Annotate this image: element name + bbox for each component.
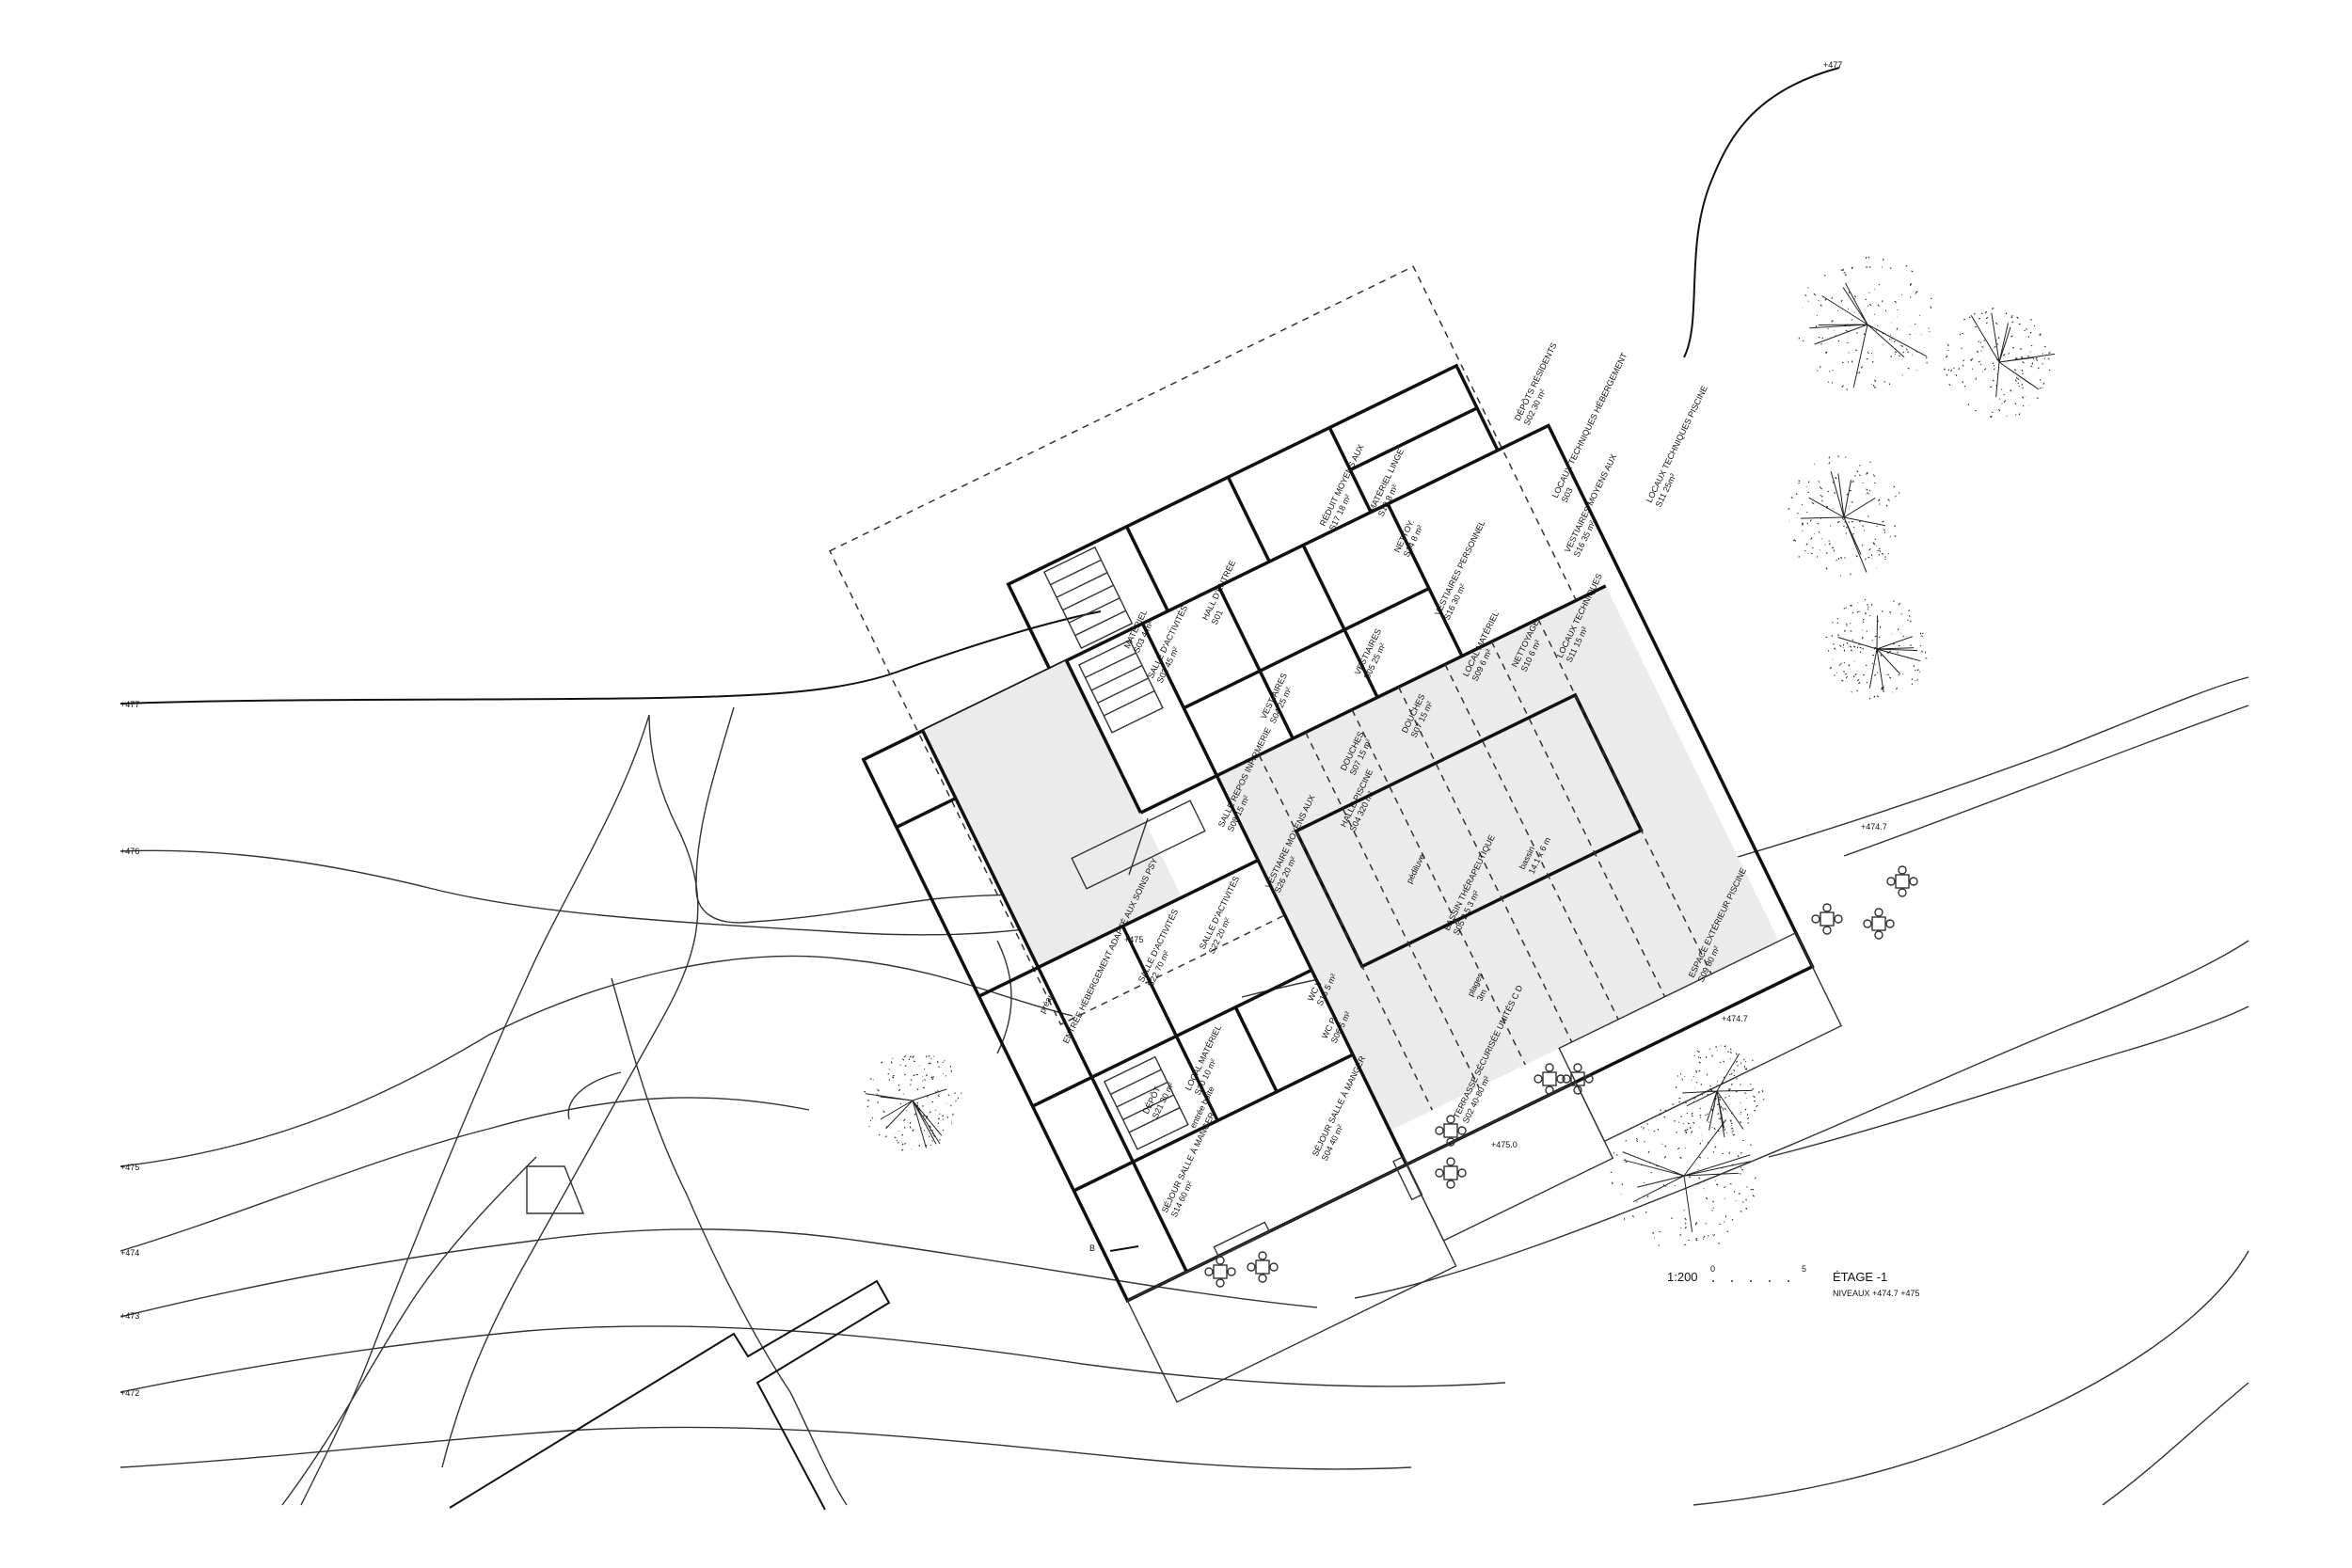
- spot-levels: +475 +474.7 +474.7 +475.0: [1124, 822, 1887, 1149]
- tree-canopy: [1610, 1101, 1756, 1246]
- room-label: LOCAUX TECHNIQUES PISCINES11 25m²: [1645, 384, 1719, 508]
- room-label: SALLE D'ACTIVITÉSS22 70 m²: [1136, 908, 1189, 989]
- contour-label: +477: [120, 700, 139, 709]
- scale-tick-0: 0: [1710, 1264, 1715, 1274]
- terrain-contours: [119, 67, 2249, 1506]
- tree-6: [1610, 1101, 1756, 1246]
- site-paths: [281, 706, 1111, 1506]
- contour-label: +477: [1823, 60, 1842, 70]
- tree-7: [1672, 1045, 1765, 1138]
- room-label: RÉDUIT MOYENS AUXS17 18 m²: [1318, 443, 1375, 532]
- spot-level: +475: [1124, 935, 1143, 944]
- room-label: VESTIAIRESS05 25 m²: [1353, 627, 1392, 681]
- tree-canopy: [863, 1054, 962, 1151]
- levels-note: NIVEAUX +474.7 +475: [1833, 1289, 1920, 1298]
- room-name: LOCAUX TECHNIQUES HÉBERGEMENT: [1550, 351, 1629, 499]
- contour-label: +474: [120, 1248, 139, 1258]
- tree-canopy: [1798, 256, 1932, 390]
- contour-label: +472: [120, 1388, 139, 1398]
- contour-label: +473: [120, 1311, 139, 1321]
- title-block: 1:200 0 5 ÉTAGE -1 NIVEAUX +474.7 +475: [1667, 1264, 1920, 1298]
- contour-labels: +477 +476 +475 +474 +473 +472 +477: [120, 60, 1842, 1398]
- room-label: préau: [1038, 991, 1056, 1015]
- furniture: [1204, 865, 1918, 1288]
- room-name: LOCAUX TECHNIQUES PISCINE: [1645, 384, 1709, 503]
- tree-4: [1825, 598, 1928, 700]
- stairs: [1042, 546, 1189, 1150]
- room-area: 3m: [1475, 988, 1488, 1003]
- tree-3: [1788, 455, 1900, 577]
- spot-level: +475.0: [1491, 1140, 1518, 1149]
- retaining-wall: [449, 1279, 891, 1511]
- tree-2: [1943, 307, 2056, 419]
- dining-terrace: [1126, 1164, 1457, 1403]
- roof-outline: [829, 265, 1645, 1026]
- contour-label: +475: [120, 1163, 139, 1172]
- scale-tick-5: 5: [1802, 1264, 1806, 1274]
- scale-text: 1:200: [1667, 1270, 1698, 1284]
- section-marker: B: [1089, 1243, 1139, 1253]
- building: [829, 265, 1843, 1403]
- tree-canopy: [1943, 307, 2056, 419]
- room-name: préau: [1038, 991, 1056, 1015]
- tree-5: [863, 1054, 962, 1151]
- drawing-title: ÉTAGE -1: [1833, 1270, 1887, 1284]
- tree-canopy: [1788, 455, 1900, 577]
- spot-level: +474.7: [1861, 822, 1887, 832]
- room-label: DÉPÔTS RÉSIDENTSS02 30 m²: [1513, 341, 1568, 427]
- spot-level: +474.7: [1722, 1014, 1748, 1023]
- room-label: VESTIAIRES PERSONNELS16 30 m²: [1433, 519, 1497, 622]
- room-label: DÉPÔTS21 30 m²: [1141, 1076, 1176, 1120]
- tree-1: [1798, 256, 1932, 390]
- contour-label: +476: [120, 847, 139, 856]
- entrance-hall-fill: [922, 660, 1183, 968]
- pool-hall-fill: [1216, 585, 1779, 1132]
- section-marker-label: B: [1089, 1243, 1095, 1253]
- trees: [863, 256, 2056, 1246]
- pool-terrace: [1558, 931, 1843, 1143]
- pool-grid: [1258, 618, 1712, 1111]
- tree-canopy: [1825, 598, 1928, 700]
- tree-canopy: [1672, 1045, 1765, 1138]
- outdoor-pad: [1071, 800, 1206, 890]
- room-label: LOCAUX TECHNIQUES HÉBERGEMENTS03: [1550, 351, 1639, 504]
